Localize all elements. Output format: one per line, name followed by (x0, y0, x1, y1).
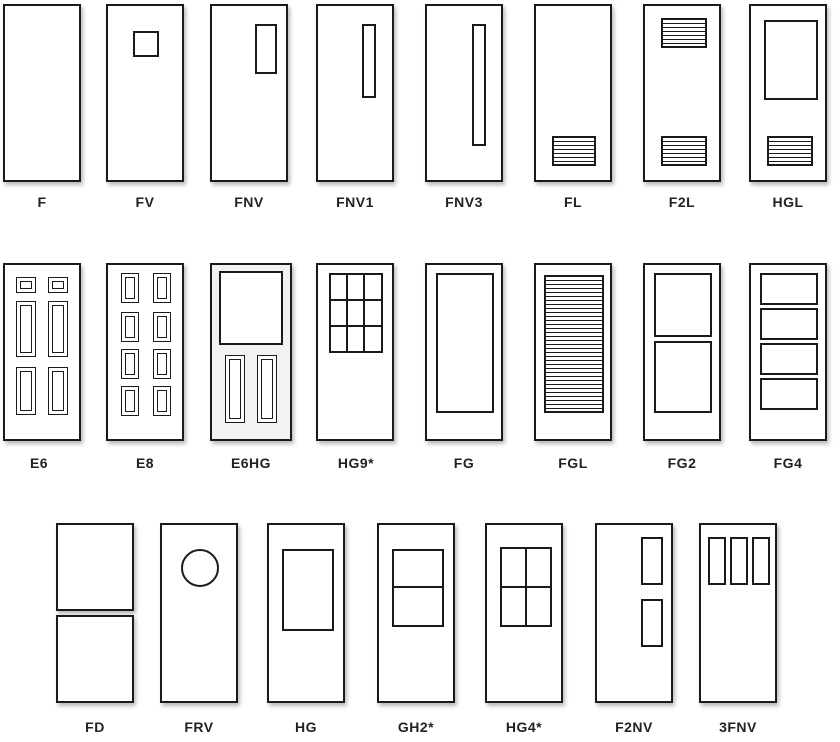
door-E6HG (210, 263, 292, 441)
mullion (392, 586, 444, 588)
louver (552, 136, 596, 166)
two-lite-glass (392, 549, 444, 627)
door-label-HGL: HGL (772, 194, 804, 210)
narrow-vision-lite-bottom (641, 599, 663, 647)
half-glass-lite (282, 549, 334, 631)
door-label-F: F (37, 194, 47, 210)
glass-lite-top (654, 273, 712, 337)
glass-lite-bottom (654, 341, 712, 413)
mullion (346, 273, 348, 353)
door-label-FG4: FG4 (773, 455, 803, 471)
raised-panel (153, 349, 171, 379)
door-F2L (643, 4, 721, 182)
narrow-vision-lite (752, 537, 770, 585)
door-label-FRV: FRV (184, 719, 214, 735)
glass-lite (760, 343, 818, 375)
raised-panel (121, 312, 139, 342)
door-label-F2L: F2L (668, 194, 696, 210)
door-3FNV (699, 523, 777, 703)
narrow-vision-lite (362, 24, 376, 98)
raised-panel (16, 277, 36, 293)
half-glass-lite (219, 271, 283, 345)
raised-panel (48, 367, 68, 415)
door-FD-top-leaf (56, 523, 134, 611)
raised-panel (121, 349, 139, 379)
door-HG (267, 523, 345, 703)
narrow-vision-lite (255, 24, 277, 74)
raised-panel (153, 386, 171, 416)
door-FRV (160, 523, 238, 703)
full-louver (544, 275, 604, 413)
mullion (363, 273, 365, 353)
door-label-HG9: HG9* (337, 455, 375, 471)
door-E6 (3, 263, 81, 441)
door-F2NV (595, 523, 673, 703)
mullion (329, 325, 383, 327)
door-label-E8: E8 (135, 455, 155, 471)
mullion (329, 299, 383, 301)
door-label-FD: FD (85, 719, 105, 735)
door-label-FV: FV (135, 194, 155, 210)
door-HG4 (485, 523, 563, 703)
narrow-vision-lite (730, 537, 748, 585)
door-label-FGL: FGL (558, 455, 588, 471)
door-label-GH2: GH2* (397, 719, 435, 735)
door-FG2 (643, 263, 721, 441)
raised-panel (48, 277, 68, 293)
door-label-FNV1: FNV1 (336, 194, 374, 210)
door-label-3FNV: 3FNV (719, 719, 757, 735)
half-glass-lite (764, 20, 818, 100)
louver (767, 136, 813, 166)
door-label-E6: E6 (29, 455, 49, 471)
door-FV (106, 4, 184, 182)
door-FGL (534, 263, 612, 441)
nine-lite-glass (329, 273, 383, 353)
glass-lite (760, 378, 818, 410)
louver-bottom (661, 136, 707, 166)
door-label-HG4: HG4* (505, 719, 543, 735)
vision-lite (133, 31, 159, 57)
full-glass-lite (436, 273, 494, 413)
raised-panel (153, 273, 171, 303)
raised-panel (225, 355, 245, 423)
door-GH2 (377, 523, 455, 703)
raised-panel (121, 273, 139, 303)
raised-panel (16, 301, 36, 357)
door-FNV (210, 4, 288, 182)
door-F (3, 4, 81, 182)
door-label-FNV3: FNV3 (445, 194, 483, 210)
raised-panel (257, 355, 277, 423)
door-E8 (106, 263, 184, 441)
louver-top (661, 18, 707, 48)
raised-panel (48, 301, 68, 357)
narrow-vision-lite (708, 537, 726, 585)
raised-panel (121, 386, 139, 416)
narrow-vision-lite-top (641, 537, 663, 585)
mullion (525, 547, 527, 627)
door-label-FG: FG (453, 455, 475, 471)
raised-panel (16, 367, 36, 415)
door-FNV3 (425, 4, 503, 182)
door-label-FNV: FNV (234, 194, 264, 210)
door-FG4 (749, 263, 827, 441)
door-HGL (749, 4, 827, 182)
door-FL (534, 4, 612, 182)
round-vision-lite (181, 549, 219, 587)
door-label-HG: HG (295, 719, 317, 735)
door-label-E6HG: E6HG (230, 455, 272, 471)
door-FD-bottom-leaf (56, 615, 134, 703)
door-FG (425, 263, 503, 441)
door-label-FG2: FG2 (667, 455, 697, 471)
raised-panel (153, 312, 171, 342)
door-label-F2NV: F2NV (615, 719, 653, 735)
narrow-vision-lite (472, 24, 486, 146)
door-label-FL: FL (563, 194, 583, 210)
glass-lite (760, 273, 818, 305)
glass-lite (760, 308, 818, 340)
door-FNV1 (316, 4, 394, 182)
door-HG9 (316, 263, 394, 441)
